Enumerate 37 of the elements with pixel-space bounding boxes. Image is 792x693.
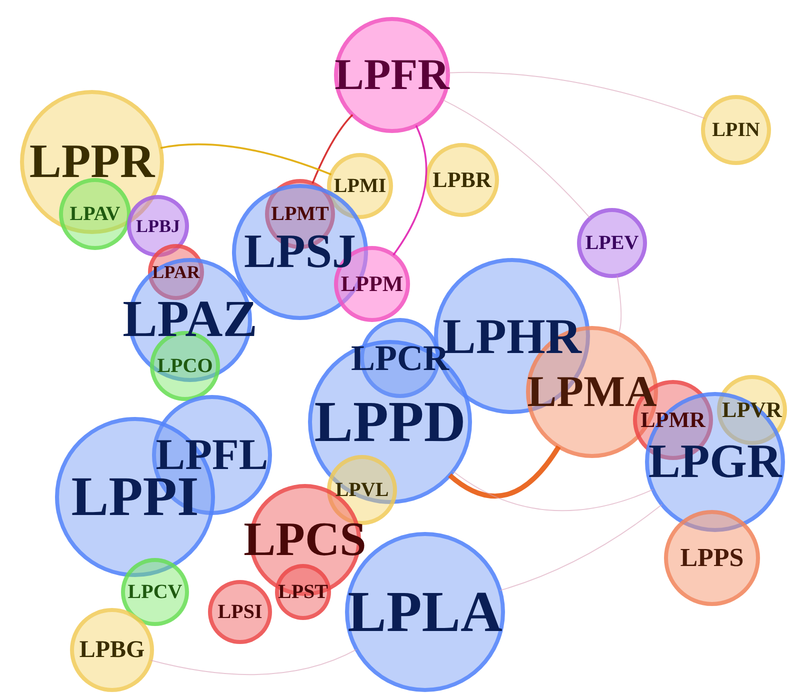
node-label: LPAZ (122, 294, 258, 346)
connector-line (312, 114, 354, 184)
node-label: LPLA (348, 583, 502, 641)
node-label: LPMR (640, 409, 706, 431)
node-label: LPST (278, 582, 328, 602)
node-label: LPVL (335, 480, 389, 500)
connector-line (447, 72, 706, 119)
node-label: LPGR (648, 438, 782, 486)
node-label: LPCS (244, 516, 366, 564)
connector-line (160, 143, 332, 176)
connector-line (616, 275, 622, 334)
node-label: LPSI (218, 602, 262, 622)
node-label: LPBJ (136, 217, 180, 235)
connector-line (499, 504, 662, 591)
node-label: LPVR (722, 399, 782, 421)
node-label: LPPD (314, 393, 466, 451)
connector-line (150, 648, 358, 676)
node-label: LPBR (432, 169, 492, 191)
node-label: LPCV (128, 582, 182, 602)
node-circle (127, 195, 189, 257)
node-label: LPPR (29, 138, 155, 186)
node-label: LPSJ (244, 228, 356, 276)
node-label: LPIN (712, 120, 760, 140)
node-label: LPBG (79, 638, 145, 662)
connector-line (442, 99, 591, 219)
node-label: LPPM (340, 273, 404, 295)
node-label: LPCO (157, 356, 213, 376)
node-label: LPEV (585, 233, 639, 253)
node-label: LPFR (334, 53, 450, 97)
connector-line (448, 445, 561, 499)
node-label: LPAV (70, 204, 120, 224)
node-label: LPPS (680, 545, 744, 571)
node-label: LPMT (271, 204, 329, 224)
connector-line (452, 470, 654, 512)
node-label: LPAR (152, 263, 200, 281)
connector-line (392, 125, 428, 256)
node-label: LPMI (334, 176, 386, 196)
